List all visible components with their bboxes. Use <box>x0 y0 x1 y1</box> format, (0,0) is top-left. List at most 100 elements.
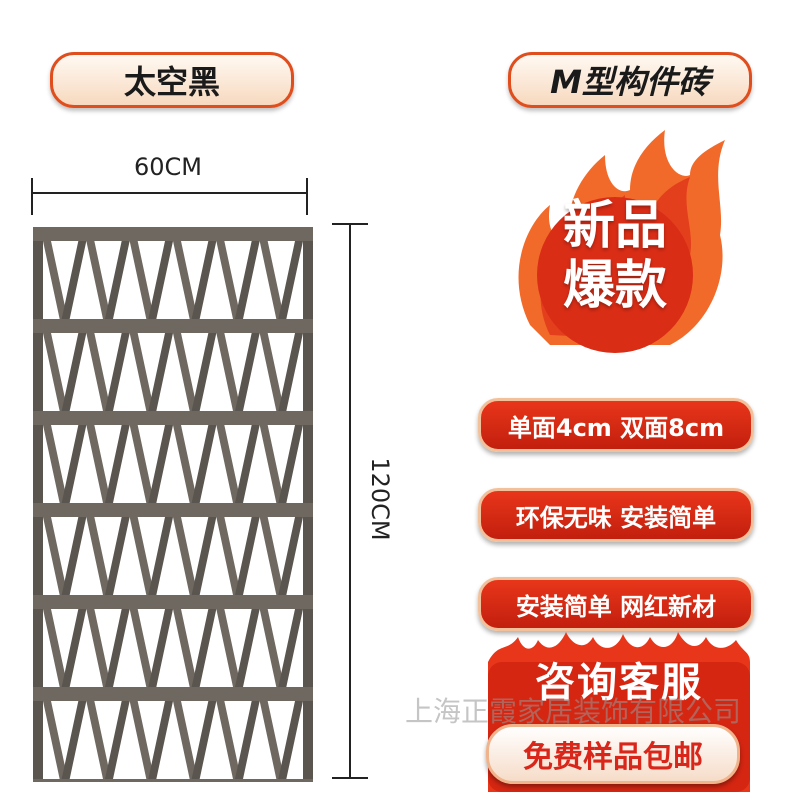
panel-strut <box>105 701 130 779</box>
panel-strut <box>129 701 155 779</box>
feature-pill-3: 安装简单 网红新材 <box>478 577 754 631</box>
panel-strut <box>61 241 87 319</box>
panel-strut <box>148 701 173 779</box>
panel-strut <box>61 333 87 411</box>
panel-strut <box>105 609 130 687</box>
panel-strut <box>278 517 303 595</box>
panel-strut <box>148 425 173 503</box>
panel-strut <box>43 425 68 503</box>
panel-strut <box>86 517 111 595</box>
panel-strut <box>129 241 155 319</box>
panel-strut <box>86 241 111 319</box>
panel-strut <box>259 425 285 503</box>
color-name-text: 太空黑 <box>123 63 220 101</box>
panel-strut <box>86 425 111 503</box>
panel-crossbar <box>33 503 313 517</box>
panel-strut <box>61 425 87 503</box>
m-brick-panel <box>33 227 313 782</box>
panel-strut <box>43 517 68 595</box>
consult-label: 咨询客服 <box>535 660 703 706</box>
panel-strut <box>129 517 155 595</box>
panel-strut <box>235 241 260 319</box>
panel-strut <box>129 609 155 687</box>
panel-crossbar <box>33 319 313 333</box>
badge-text: 新品 爆款 <box>540 196 690 316</box>
feature-pill-2: 环保无味 安装简单 <box>478 488 754 542</box>
panel-strut <box>191 609 217 687</box>
panel-strut <box>148 517 173 595</box>
panel-strut <box>235 333 260 411</box>
panel-strut <box>173 609 198 687</box>
panel-crossbar <box>33 227 313 241</box>
panel-strut <box>216 517 241 595</box>
panel-strut <box>191 701 217 779</box>
width-label: 60CM <box>134 153 203 181</box>
panel-strut <box>259 701 285 779</box>
panel-strut <box>86 701 111 779</box>
panel-strut <box>278 609 303 687</box>
panel-strut <box>43 609 68 687</box>
panel-strut <box>173 701 198 779</box>
panel-strut <box>259 333 285 411</box>
color-name-label: 太空黑 <box>50 52 294 108</box>
panel-strut <box>278 701 303 779</box>
free-sample-text: 免费样品包邮 <box>523 740 703 775</box>
panel-strut <box>61 517 87 595</box>
panel-strut <box>43 333 68 411</box>
panel-strut <box>216 425 241 503</box>
panel-strut <box>86 609 111 687</box>
feature-text-2: 环保无味 安装简单 <box>515 503 717 532</box>
panel-crossbar-bottom <box>33 779 313 782</box>
product-name-label: M型构件砖 <box>508 52 752 108</box>
panel-strut <box>191 425 217 503</box>
panel-strut <box>216 333 241 411</box>
panel-strut <box>129 333 155 411</box>
panel-strut <box>191 241 217 319</box>
panel-crossbar <box>33 411 313 425</box>
panel-strut <box>191 333 217 411</box>
panel-strut <box>235 701 260 779</box>
panel-strut <box>148 333 173 411</box>
panel-crossbar <box>33 595 313 609</box>
panel-strut <box>105 333 130 411</box>
panel-crossbar <box>33 687 313 701</box>
panel-strut <box>61 609 87 687</box>
feature-text-3: 安装简单 网红新材 <box>515 592 717 621</box>
panel-strut <box>191 517 217 595</box>
panel-strut <box>278 425 303 503</box>
feature-pill-1: 单面4cm 双面8cm <box>478 398 754 452</box>
panel-strut <box>43 241 68 319</box>
badge-line1: 新品 <box>562 196 667 256</box>
badge-line2: 爆款 <box>562 256 667 316</box>
panel-strut <box>173 241 198 319</box>
panel-strut <box>129 425 155 503</box>
panel-strut <box>173 333 198 411</box>
panel-strut <box>86 333 111 411</box>
feature-text-1: 单面4cm 双面8cm <box>507 413 725 442</box>
panel-strut <box>235 609 260 687</box>
panel-strut <box>173 425 198 503</box>
product-name-text: M型构件砖 <box>550 63 710 101</box>
panel-strut <box>278 333 303 411</box>
height-label: 120CM <box>366 457 394 541</box>
panel-strut <box>259 517 285 595</box>
panel-strut <box>148 241 173 319</box>
panel-strut <box>216 609 241 687</box>
panel-strut <box>61 701 87 779</box>
panel-strut <box>235 517 260 595</box>
panel-strut <box>105 241 130 319</box>
panel-strut <box>259 241 285 319</box>
panel-strut <box>278 241 303 319</box>
free-sample-button[interactable]: 免费样品包邮 <box>486 724 740 784</box>
panel-strut <box>148 609 173 687</box>
consult-block[interactable]: 咨询客服 免费样品包邮 <box>478 622 760 797</box>
panel-strut <box>216 701 241 779</box>
company-watermark: 上海正霞家居装饰有限公司 <box>405 695 742 728</box>
panel-strut <box>43 701 68 779</box>
panel-strut <box>259 609 285 687</box>
panel-strut <box>105 425 130 503</box>
panel-strut <box>235 425 260 503</box>
panel-strut <box>173 517 198 595</box>
panel-strut <box>216 241 241 319</box>
flame-badge <box>518 130 725 353</box>
